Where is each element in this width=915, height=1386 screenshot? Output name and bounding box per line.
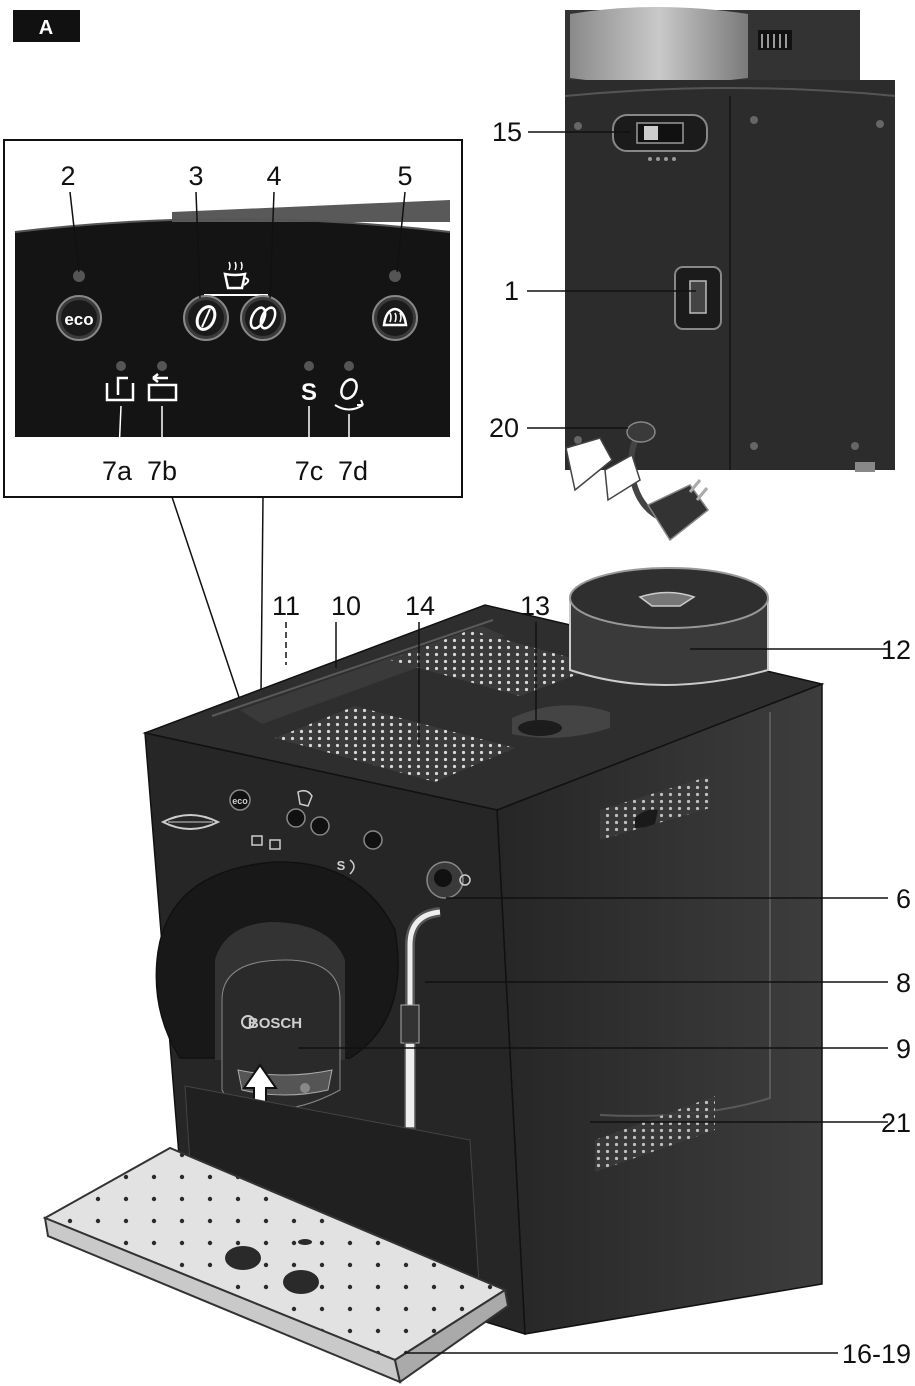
- led-grind: [344, 361, 354, 371]
- steaming-cup-icon: [204, 261, 268, 296]
- small-eco-button[interactable]: eco: [229, 789, 251, 811]
- callout-5: 5: [397, 161, 412, 191]
- small-eco-label: eco: [232, 796, 248, 806]
- water-hardness-switch[interactable]: [612, 114, 708, 152]
- single-bean-icon: [195, 305, 217, 331]
- callout-7c: 7c: [295, 456, 324, 486]
- callout-16-19: 16-19: [842, 1339, 911, 1369]
- callout-7a: 7a: [102, 456, 133, 486]
- drip-tray[interactable]: [42, 1146, 510, 1384]
- steam-button[interactable]: [372, 295, 418, 341]
- small-double-bean-button[interactable]: [310, 816, 330, 836]
- double-bean-icon: [249, 306, 277, 330]
- callout-11: 11: [272, 591, 300, 621]
- callout-3: 3: [188, 161, 203, 191]
- figure-label: A: [13, 10, 80, 42]
- callout-21: 21: [881, 1108, 911, 1138]
- led-water: [116, 361, 126, 371]
- callout-6: 6: [896, 884, 911, 914]
- drip-tray-icon: [147, 373, 178, 402]
- callout-1: 1: [504, 276, 519, 306]
- bosch-brand-text: BOSCH: [248, 1015, 302, 1032]
- steam-frother-pipe[interactable]: [400, 907, 441, 1129]
- grinder-opening: [518, 720, 562, 736]
- eco-button-label: eco: [64, 310, 93, 329]
- led-tray: [157, 361, 167, 371]
- grind-setting-icon: [334, 378, 364, 411]
- led-eco: [73, 270, 85, 282]
- callout-15: 15: [492, 117, 522, 147]
- callout-8: 8: [896, 968, 911, 998]
- control-panel-inset: eco: [3, 139, 463, 498]
- callout-13: 13: [520, 591, 550, 621]
- callout-4: 4: [266, 161, 281, 191]
- coffee-machine: eco S BOSCH: [42, 567, 888, 1384]
- callout-20: 20: [489, 413, 519, 443]
- figure-label-text: A: [39, 17, 53, 39]
- led-steam: [389, 270, 401, 282]
- single-bean-button[interactable]: [183, 295, 229, 341]
- small-steam-button[interactable]: [363, 830, 383, 850]
- callout-2: 2: [60, 161, 75, 191]
- callout-7d: 7d: [338, 456, 368, 486]
- callout-12: 12: [881, 635, 911, 665]
- bean-container[interactable]: [569, 567, 769, 686]
- double-bean-button[interactable]: [240, 295, 286, 341]
- small-single-bean-button[interactable]: [286, 808, 306, 828]
- eco-button[interactable]: eco: [56, 295, 102, 341]
- led-s: [304, 361, 314, 371]
- callout-7b: 7b: [147, 456, 177, 486]
- water-tank-icon: [105, 376, 135, 402]
- callout-10: 10: [331, 591, 361, 621]
- s-indicator: S: [301, 379, 317, 406]
- steam-rotary-knob[interactable]: [426, 861, 471, 899]
- main-power-switch[interactable]: [674, 266, 722, 330]
- steam-icon: [382, 307, 408, 327]
- callout-9: 9: [896, 1034, 911, 1064]
- rear-view: [527, 7, 896, 542]
- small-s-indicator: S: [337, 858, 346, 873]
- brand-logo: [160, 814, 221, 830]
- callout-labels: 2 3 4 5 7a 7b 7c 7d 15 1 20 11 10 14 13 …: [60, 117, 911, 1369]
- power-cord: [565, 421, 710, 542]
- callout-14: 14: [405, 591, 435, 621]
